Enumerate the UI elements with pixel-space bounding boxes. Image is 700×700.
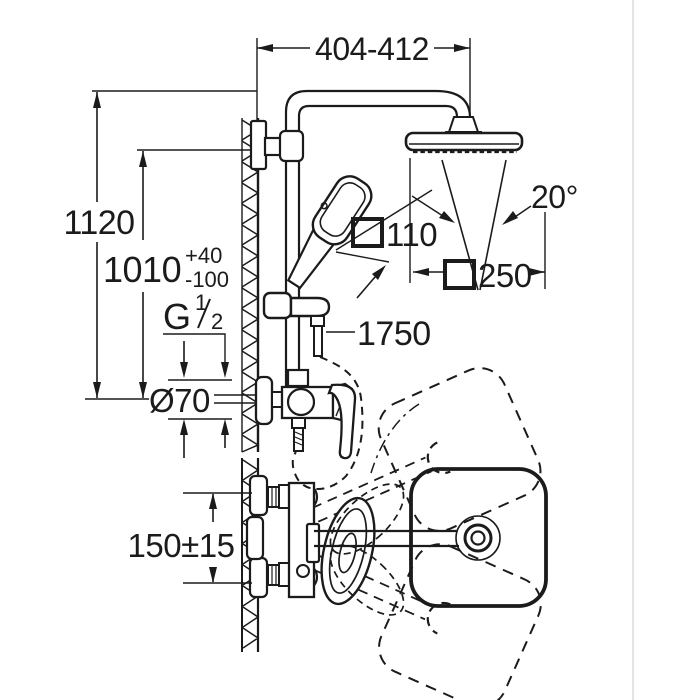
arm-base bbox=[305, 522, 321, 564]
swing-hub-hook bbox=[426, 441, 451, 475]
head-shower-profile bbox=[404, 131, 524, 152]
dim-adjust-height bbox=[137, 149, 251, 398]
arrow-shaft bbox=[356, 276, 376, 299]
swing-hub-hook bbox=[426, 601, 451, 635]
hand-shower-top-view bbox=[320, 483, 405, 616]
bracket-ring bbox=[278, 129, 305, 163]
square-symbol-250 bbox=[443, 259, 476, 290]
arrowhead-up bbox=[180, 419, 188, 435]
column-collar bbox=[286, 368, 310, 388]
head-neck bbox=[447, 116, 480, 133]
leader-line bbox=[163, 333, 226, 364]
mixer-escutcheon-middle bbox=[245, 515, 265, 561]
label-hand-spray-size: 110 bbox=[386, 216, 437, 253]
head-shower-swung-outline bbox=[378, 543, 542, 700]
slider-knob bbox=[262, 291, 293, 320]
supply-escutcheon-upper bbox=[248, 474, 269, 517]
pipe-inner-edge bbox=[297, 104, 459, 386]
hub-circle-outer bbox=[455, 515, 501, 561]
label-total-height: 1120 bbox=[63, 204, 134, 242]
arrowhead-down bbox=[180, 362, 188, 378]
arrowhead-up bbox=[93, 92, 101, 108]
arrowhead-down bbox=[209, 567, 217, 583]
arrowhead-down bbox=[93, 382, 101, 398]
hub-circle-mid bbox=[463, 523, 493, 553]
head-shower-side-view bbox=[404, 131, 524, 154]
measure-line bbox=[335, 251, 390, 263]
hand-shower-oval-swung-up bbox=[329, 483, 405, 555]
head-shower-swung-outline bbox=[377, 367, 542, 532]
dim-head-size bbox=[409, 158, 546, 290]
hand-shower-oval-swung-down bbox=[329, 544, 405, 616]
hose-tube bbox=[313, 325, 323, 357]
pivot-arc-dashdot bbox=[370, 403, 420, 474]
arrowhead-right bbox=[529, 268, 545, 276]
wall-bracket-top bbox=[249, 119, 305, 171]
arrowhead-left bbox=[413, 268, 429, 276]
arrowhead-up bbox=[209, 493, 217, 509]
dim-thread bbox=[163, 333, 229, 378]
label-angle: 20° bbox=[531, 179, 578, 215]
label-thread-denominator: 2 bbox=[211, 309, 223, 334]
body-detail-circle bbox=[296, 564, 310, 578]
square-symbol-110 bbox=[351, 217, 384, 248]
label-thread-letter: G bbox=[163, 296, 191, 337]
bracket-plate bbox=[249, 119, 268, 171]
mixer-valve bbox=[254, 368, 357, 460]
pipe-outer-edge bbox=[284, 89, 472, 386]
shower-hose-dashed bbox=[291, 356, 364, 491]
rail-slider-holder bbox=[262, 291, 331, 357]
mixer-bottom-tube bbox=[293, 427, 304, 452]
arrowhead-right bbox=[454, 44, 470, 52]
arrowhead-left bbox=[257, 44, 273, 52]
dimension-annotations bbox=[85, 38, 546, 584]
swing-arm-line bbox=[317, 470, 432, 523]
swing-arm-line bbox=[311, 456, 426, 509]
hand-shower-face bbox=[319, 182, 366, 237]
head-shower-square-outline bbox=[409, 467, 548, 608]
dim-supply-distance bbox=[183, 492, 252, 584]
label-adjust-height: 1010 bbox=[103, 249, 181, 290]
arrowhead bbox=[372, 265, 386, 280]
label-thread-numerator: 1 bbox=[195, 290, 207, 315]
hub-circle-inner bbox=[470, 530, 486, 546]
arrowhead bbox=[439, 211, 455, 223]
hand-shower bbox=[286, 175, 373, 290]
mixer-bottom-port bbox=[291, 417, 306, 429]
label-width-range: 404-412 bbox=[315, 31, 429, 67]
arrowhead-up bbox=[221, 419, 229, 435]
hand-shower-oval-mid bbox=[328, 508, 368, 594]
hand-shower-oval-core bbox=[338, 532, 357, 574]
thread-ticks bbox=[294, 431, 303, 446]
arrowhead-down bbox=[221, 362, 229, 378]
fraction-slash bbox=[197, 298, 211, 329]
supply-escutcheon-lower bbox=[248, 556, 269, 599]
label-adjust-minus: -100 bbox=[185, 267, 229, 292]
hose-outlet bbox=[310, 315, 325, 327]
label-hose-length: 1750 bbox=[357, 315, 431, 353]
mixer-lever bbox=[327, 383, 357, 460]
dim-hand-size bbox=[335, 189, 433, 299]
mixer-sphere bbox=[286, 387, 316, 417]
shower-column-and-arm bbox=[284, 89, 483, 386]
head-shower-top-view bbox=[314, 467, 548, 608]
arrowhead-up bbox=[139, 151, 147, 167]
label-head-spray-size: 250 bbox=[478, 257, 532, 294]
label-rosette-diameter: Ø70 bbox=[149, 382, 210, 419]
mixer-escutcheon bbox=[254, 375, 274, 426]
label-connection-distance: 150±15 bbox=[128, 527, 235, 564]
mixer-centerline bbox=[85, 394, 256, 404]
dimension-labels: 404-412 1120 1010 +40 -100 G 1 2 Ø70 20°… bbox=[63, 31, 578, 564]
holder-arm bbox=[289, 296, 331, 318]
arrowhead bbox=[502, 211, 518, 225]
spray-line-right bbox=[479, 159, 507, 291]
label-adjust-plus: +40 bbox=[185, 243, 222, 268]
dim-top-width bbox=[256, 38, 471, 120]
supply-assembly bbox=[245, 474, 321, 599]
dim-rosette bbox=[168, 341, 232, 458]
arrowhead-down bbox=[139, 382, 147, 398]
dim-total-height bbox=[92, 90, 257, 398]
hand-shower-button bbox=[320, 202, 328, 210]
